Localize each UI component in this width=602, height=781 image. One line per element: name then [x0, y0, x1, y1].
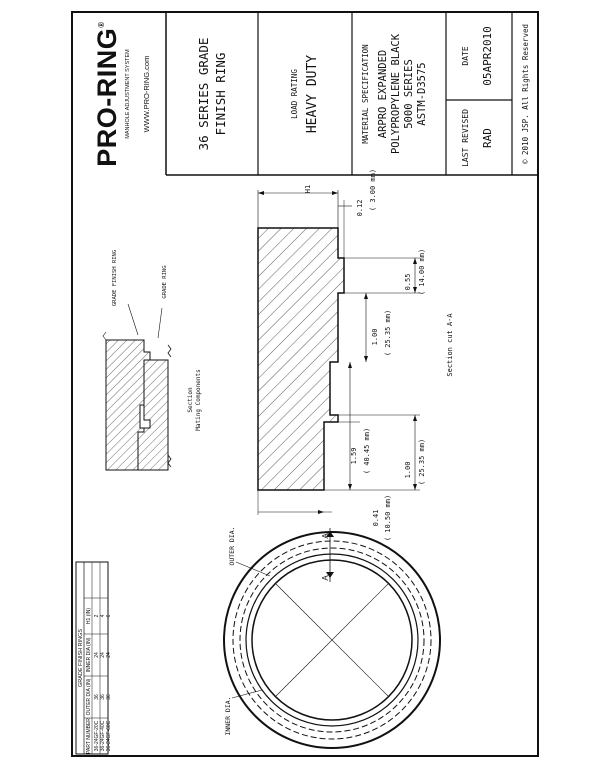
dim-0-41: 0.41 — [372, 510, 380, 527]
dim-h1: H1 — [304, 185, 312, 193]
dim-1-59: 1.59 — [350, 448, 358, 465]
drawing-title-line1: 36 SERIES GRADE — [196, 38, 211, 151]
mating-caption-line1: Section — [187, 387, 194, 413]
material-line4: ASTM-D3575 — [416, 62, 428, 125]
title-block: PRO-RING® MANHOLE ADJUSTMENT SYSTEM WWW.… — [92, 12, 538, 176]
cut-mark-bottom: A — [321, 575, 330, 581]
table-title: GRADE FINISH RINGS — [78, 629, 84, 687]
material-line2: POLYPROPYLENE BLACK — [390, 33, 402, 154]
inner-dia-circle — [251, 559, 413, 721]
grade-ring-profile — [137, 359, 169, 471]
cut-mark-top: A — [321, 533, 330, 539]
grade-finish-ring-label: GRADE FINISH RING — [112, 250, 118, 306]
material-label: MATERIAL SPECIFICATION — [361, 44, 370, 143]
date-value: 05APR2010 — [481, 26, 494, 86]
dim-0-55: 0.55 — [404, 274, 412, 291]
grade-ring-label: GRADE RING — [162, 265, 168, 298]
dim-0-12-mm: ( 3.00 mm) — [369, 169, 377, 211]
material-line1: ARPRO EXPANDED — [377, 50, 389, 139]
outer-dia-circle — [223, 531, 441, 749]
table-row-2-inner: 24 — [100, 652, 106, 658]
table-row-1-h1: 2 — [94, 614, 100, 617]
sheet-border — [71, 11, 539, 757]
table-header-h1: H1 (IN) — [86, 608, 92, 624]
table-row-1-inner: 24 — [94, 652, 100, 658]
dim-1-00-a-mm: ( 25.35 mm) — [384, 310, 392, 356]
section-profile — [257, 227, 345, 491]
drawing-title-line2: FINISH RING — [213, 53, 228, 136]
table-row-1-part: 36-24GF-20C — [94, 720, 100, 751]
brand-logo: PRO-RING® — [92, 21, 122, 166]
table-row-3-inner: 24 — [106, 652, 112, 658]
website-text: WWW.PRO-RING.com — [142, 56, 151, 133]
load-rating-label: LOAD RATING — [290, 69, 299, 119]
material-line3: 5000 SERIES — [403, 59, 415, 129]
load-rating-value: HEAVY DUTY — [305, 55, 320, 133]
logo-tagline: MANHOLE ADJUSTMENT SYSTEM — [125, 49, 131, 139]
dim-1-00-b: 1.00 — [404, 462, 412, 479]
table-row-1-outer: 36 — [94, 694, 100, 700]
table-header-part-number: PART NUMBER — [86, 718, 92, 754]
table-row-2-outer: 36 — [100, 694, 106, 700]
table-row-3-h1: 6 — [106, 614, 112, 617]
section-caption: Section cut A-A — [446, 313, 454, 377]
logo-text: PRO-RING — [92, 28, 122, 167]
table-header-outer-dia: OUTER DIA (IN) — [86, 678, 92, 715]
outer-dia-label: OUTER DIA. — [228, 526, 236, 565]
mating-components: GRADE FINISH RING GRADE RING Section Mat… — [102, 250, 202, 471]
logo-trademark: ® — [97, 21, 106, 27]
table-row-2-h1: 4 — [100, 614, 106, 617]
dim-1-59-mm: ( 40.45 mm) — [363, 428, 371, 474]
plan-view: A A OUTER DIA. INNER DIA. — [223, 526, 441, 749]
table-row-2-part: 36-24GF-40C — [100, 720, 106, 751]
dim-1-00-b-mm: ( 25.35 mm) — [418, 439, 426, 485]
inner-dia-label: INNER DIA. — [224, 696, 232, 735]
mating-caption-line2: Mating Components — [195, 369, 202, 431]
last-revised-value: RAD — [481, 128, 494, 148]
dim-0-55-mm: ( 14.00 mm) — [418, 249, 426, 295]
section-cut-aa: H1 0.12 ( 3.00 mm) 0.55 ( 14.00 mm) 1.00 — [257, 169, 454, 541]
dim-0-41-mm: ( 10.50 mm) — [384, 495, 392, 541]
date-label: DATE — [461, 46, 470, 65]
svg-text:PRO-RING®: PRO-RING® — [92, 21, 122, 166]
dim-1-00-a: 1.00 — [371, 329, 379, 346]
last-revised-label: LAST REVISED — [461, 109, 470, 167]
dim-0-12: 0.12 — [356, 200, 364, 217]
table-header-inner-dia: INNER DIA (IN) — [86, 637, 92, 672]
copyright-text: © 2010 JSP. All Rights Reserved — [521, 24, 530, 164]
table-row-3-part: 36-24GF-60C — [106, 720, 112, 751]
part-number-table: GRADE FINISH RINGS PART NUMBER OUTER DIA… — [75, 561, 112, 755]
table-row-3-outer: 36 — [106, 694, 112, 700]
